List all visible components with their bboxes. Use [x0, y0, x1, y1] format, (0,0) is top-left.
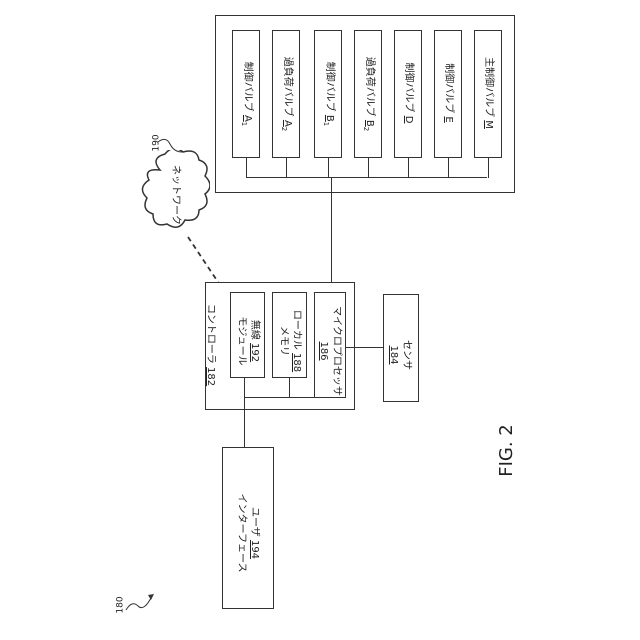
- valve-id: B: [324, 115, 335, 122]
- controller-label: コントローラ 182: [205, 285, 215, 405]
- sensor-label: センサ184: [387, 305, 413, 405]
- valve-id: B: [364, 120, 375, 127]
- valve-id: A: [242, 115, 253, 122]
- valve-name: 過負荷バルブ: [282, 57, 293, 120]
- valve-id-subscript: 2: [362, 127, 370, 131]
- valve-stub-line: [286, 158, 287, 178]
- controller-ui-line: [244, 397, 245, 447]
- valve-id-subscript: 1: [240, 122, 248, 126]
- valve-name: 制御バルブ: [242, 62, 253, 115]
- local-memory-label: ローカル 188 メモリ: [277, 298, 303, 384]
- valve-label: 制御バルブ D: [403, 33, 413, 153]
- network-ref-leader: [156, 128, 186, 158]
- valve-label: 過負荷バルブ A2: [280, 34, 292, 154]
- network-label: ネットワーク: [170, 165, 180, 225]
- valve-id: E: [443, 116, 454, 122]
- valve-stub-line: [488, 158, 489, 178]
- valve-id: D: [403, 116, 414, 124]
- wireless-module-label: 無線 192 モジュール: [235, 298, 261, 384]
- valve-stub-line: [368, 158, 369, 178]
- valve-id-subscript: 1: [322, 122, 330, 126]
- user-interface-label: ユーザ 194 インターフェース: [235, 463, 261, 603]
- valve-id: M: [483, 120, 494, 129]
- valve-id-subscript: 2: [280, 127, 288, 131]
- valve-name: 主制御バルブ: [483, 57, 494, 120]
- valve-name: 過負荷バルブ: [364, 57, 375, 120]
- valve-name: 制御バルブ: [324, 62, 335, 115]
- valve-label: 過負荷バルブ B2: [362, 34, 374, 154]
- valve-label: 制御バルブ B1: [322, 34, 334, 154]
- internal-bus-line: [244, 397, 314, 398]
- valve-name: 制御バルブ: [443, 63, 454, 116]
- valve-stub-line: [328, 158, 329, 178]
- valve-label: 制御バルブ E: [443, 33, 453, 153]
- valve-stub-line: [246, 158, 247, 178]
- valve-bus: [247, 177, 487, 178]
- valve-label: 主制御バルブ M: [483, 33, 493, 153]
- figure-label: FIG. 2: [496, 424, 517, 477]
- valve-name: 制御バルブ: [403, 63, 414, 116]
- wireless-bus-line: [244, 378, 245, 398]
- valve-stub-line: [408, 158, 409, 178]
- valve-to-micro-line: [331, 178, 332, 290]
- valve-id: A: [282, 120, 293, 127]
- valve-stub-line: [448, 158, 449, 178]
- valve-label: 制御バルブ A1: [240, 34, 252, 154]
- system-ref-arrow: [122, 588, 162, 618]
- memory-bus-line: [289, 378, 290, 397]
- micro-sensor-line: [346, 347, 383, 348]
- microprocessor-label: マイクロプロセッサ186: [317, 296, 343, 406]
